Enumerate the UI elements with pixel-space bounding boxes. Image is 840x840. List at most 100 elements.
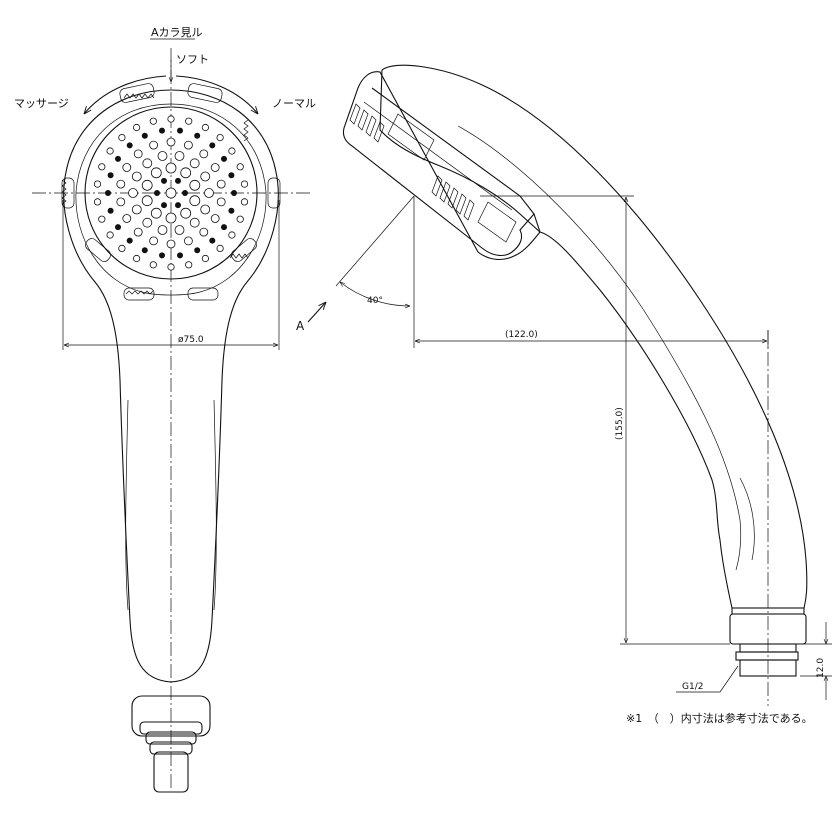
spray-hole [122,214,132,223]
spray-hole [231,190,237,196]
spray-hole [174,225,185,235]
spray-hole [161,177,167,184]
spray-hole [93,198,102,206]
spray-hole [107,172,114,179]
spray-hole [106,231,114,239]
spray-hole [115,155,121,162]
side-inner-contour [457,125,742,571]
spray-hole [177,252,183,259]
spray-hole [201,123,209,132]
angle-ref-line [335,195,415,287]
spray-hole [167,115,175,123]
spray-hole [105,190,111,196]
spray-hole [107,207,114,214]
spray-hole [133,123,141,132]
reference-note: ※1 （ ）内寸法は参考寸法である。 [626,711,813,725]
spray-hole [199,227,209,237]
spray-hole [150,207,162,219]
spray-hole [118,134,126,142]
spray-hole [167,263,175,271]
spray-hole [98,215,106,223]
side-body-outline [379,64,808,609]
spray-hole [236,163,244,171]
spray-hole [189,195,201,207]
spray-hole [149,261,157,269]
front-right-edge-line [213,399,217,611]
side-face-mid-line [363,101,513,211]
spray-hole [210,214,220,223]
spray-hole [194,132,201,139]
front-body-outline [63,89,279,683]
spray-hole [165,162,177,174]
spray-hole [180,167,192,179]
view-label: Aカラ見ル [151,26,203,39]
side-view: 40° A (122.0) (155.0) 12.0 G1/2 [296,64,832,706]
spray-hole [142,158,153,169]
height-label: (155.0) [615,407,625,440]
spray-hole [209,237,216,244]
thread-label: G1/2 [682,682,703,692]
spray-hole [200,204,211,215]
spray-hole [166,137,176,147]
spray-hole [142,217,153,228]
mode-soft-label: ソフト [176,53,209,66]
spray-hole [221,155,227,162]
spray-hole [118,244,126,252]
spray-hole [182,190,188,196]
spray-hole [240,198,249,206]
spray-hole [236,215,244,223]
spray-hole [200,171,211,182]
spray-hole [133,227,143,237]
spray-hole [157,225,168,235]
spray-hole [116,197,126,207]
spray-plate [84,106,258,280]
spray-hole [133,149,143,159]
thread-leader [676,665,739,693]
spray-hole [216,179,226,189]
spray-hole [141,132,148,139]
spray-hole [115,224,121,231]
side-face-top-edge [371,87,535,215]
spray-hole [240,180,249,188]
spray-hole [141,195,153,207]
front-view: Aカラ見ル ソフト マッサージ ノーマル ø75.0 [14,26,316,793]
spray-hole [122,163,132,172]
spray-hole [194,247,201,254]
side-grip-line [739,477,755,561]
spray-hole [185,117,193,125]
spray-hole [149,140,159,150]
spray-hole [166,239,176,249]
spray-hole [93,180,102,188]
spray-hole [141,179,153,191]
spray-hole [216,197,226,207]
spray-hole [133,254,141,263]
spray-hole [159,252,165,259]
angle-arc [340,282,410,306]
spray-hole [131,204,142,215]
spray-hole [180,207,192,219]
spray-hole [159,127,165,134]
spray-hole [228,172,235,179]
spray-hole [216,244,224,252]
spray-hole [216,134,224,142]
thread-length-label: 12.0 [816,658,826,678]
spray-hole [204,188,214,198]
spray-hole [165,212,177,224]
spray-hole [183,236,193,246]
spray-hole [228,231,236,239]
spray-hole [189,179,201,191]
spray-hole [98,163,106,171]
spray-hole [116,179,126,189]
spray-hole [189,158,200,169]
spray-hole [165,187,177,199]
normal-arrow [175,75,258,114]
spray-holes [93,115,249,271]
massage-arrow [84,75,167,114]
spray-hole [175,177,181,184]
spray-hole [141,247,148,254]
spray-hole [228,147,236,155]
spray-hole [183,140,193,150]
side-face [342,71,541,261]
view-direction-arrow [307,302,326,323]
